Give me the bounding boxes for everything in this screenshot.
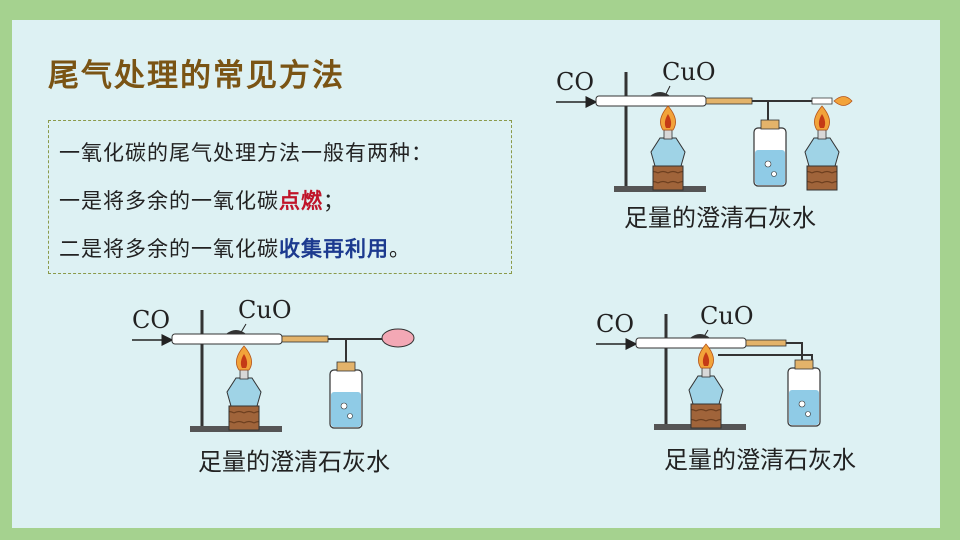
highlight-collect: 收集再利用 <box>279 236 389 261</box>
diagram-bottom-right: CO CuO 足量的澄清石灰水 <box>596 302 856 474</box>
gas-label: CO <box>596 310 634 338</box>
text-line-3-end: 。 <box>389 237 411 261</box>
highlight-ignite: 点燃 <box>279 188 323 213</box>
text-line-2: 一是将多余的一氧化碳点燃； <box>59 185 345 215</box>
text-line-2-start: 一是将多余的一氧化碳 <box>59 189 279 213</box>
text-line-2-end: ； <box>323 189 345 213</box>
text-line-1: 一氧化碳的尾气处理方法一般有两种： <box>59 141 433 165</box>
diagram-bottom-left: CO CuO 足量的澄清石灰水 <box>132 296 415 476</box>
reagent-label: CuO <box>700 302 754 330</box>
gas-label: CO <box>556 68 594 96</box>
reagent-label: CuO <box>662 58 716 86</box>
text-line-3-start: 二是将多余的一氧化碳 <box>59 237 279 261</box>
gas-label: CO <box>132 306 170 334</box>
caption: 足量的澄清石灰水 <box>664 446 856 474</box>
page-title: 尾气处理的常见方法 <box>48 58 345 94</box>
slide-panel: 尾气处理的常见方法 一氧化碳的尾气处理方法一般有两种： 一是将多余的一氧化碳点燃… <box>12 20 940 528</box>
caption: 足量的澄清石灰水 <box>198 448 390 476</box>
text-line-3: 二是将多余的一氧化碳收集再利用。 <box>59 233 411 263</box>
diagram-top-right: CO CuO 足量的澄清石灰水 <box>556 58 853 232</box>
text-box: 一氧化碳的尾气处理方法一般有两种： 一是将多余的一氧化碳点燃； 二是将多余的一氧… <box>48 120 512 274</box>
reagent-label: CuO <box>238 296 292 324</box>
caption: 足量的澄清石灰水 <box>624 204 816 232</box>
